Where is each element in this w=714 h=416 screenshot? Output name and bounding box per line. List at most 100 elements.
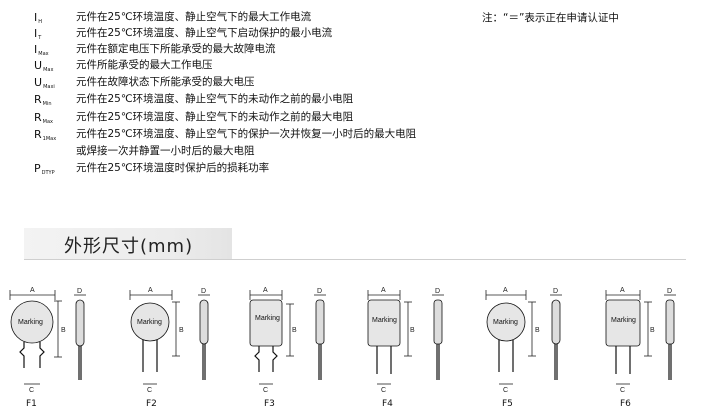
definition-text: 元件在25℃环境温度、静止空气下的未动作之前的最小电阻 [76, 93, 354, 105]
dim-label-c: C [29, 387, 34, 394]
symbol-r1max: R1Max [34, 128, 56, 146]
lead-left [254, 346, 260, 372]
side-view-body [315, 299, 325, 345]
symbol-subscript: Max [43, 67, 54, 73]
dim-label-b: B [179, 327, 184, 334]
symbol-subscript: H [38, 19, 43, 25]
symbol-letter: U [34, 59, 43, 72]
symbol-letter: U [34, 76, 43, 89]
marking-text: Marking [493, 319, 518, 326]
disc-body [10, 300, 54, 344]
symbol-subscript: 1Max [42, 136, 57, 142]
definition-text: 元件在额定电压下所能承受的最大故障电流 [76, 43, 276, 55]
marking-text: Marking [137, 319, 162, 326]
lead-right [272, 346, 278, 372]
symbol-rmin: RMin [34, 93, 52, 111]
symbol-subscript: Maxi [43, 84, 55, 90]
dim-label-d: D [435, 288, 440, 295]
marking-text: Marking [372, 317, 397, 324]
side-view-body [433, 299, 443, 345]
symbol-subscript: Max [42, 119, 53, 125]
definition-text: 元件在25℃环境温度、静止空气下的保护一次并恢复一小时后的最大电阻 [76, 128, 417, 140]
figure-f1: A Marking B C D [9, 287, 86, 394]
section-header-band [24, 228, 232, 260]
figure-label-f1: F1 [26, 399, 37, 409]
symbol-imax: IMax [34, 43, 49, 61]
dim-label-a: A [148, 287, 153, 294]
definition-text-continued: 或焊接一次并静置一小时后的最大电阻 [76, 145, 255, 157]
symbol-pdtyp: PDTYP [34, 162, 55, 180]
symbol-subscript: Max [38, 51, 49, 57]
marking-text: Marking [611, 317, 636, 324]
symbol-ih: IH [34, 11, 42, 29]
symbol-letter: I [34, 27, 38, 40]
definition-text: 元件在故障状态下所能承受的最大电压 [76, 76, 255, 88]
figure-f5: A Marking B C D [485, 287, 562, 394]
symbol-letter: R [34, 111, 42, 124]
dim-label-a: A [620, 287, 625, 294]
symbol-umaxi: UMaxi [34, 76, 55, 94]
side-view-body [199, 299, 209, 345]
dim-label-a: A [263, 287, 268, 294]
dim-label-a: A [503, 287, 508, 294]
dim-label-d: D [553, 288, 558, 295]
dim-label-c: C [381, 387, 386, 394]
dim-label-c: C [263, 387, 268, 394]
certification-note: 注：“＝”表示正在申请认证中 [482, 12, 619, 24]
dim-label-c: C [503, 387, 508, 394]
symbol-letter: I [34, 11, 38, 24]
symbol-letter: I [34, 43, 38, 56]
symbol-letter: R [34, 128, 42, 141]
definition-text: 元件在25℃环境温度、静止空气下启动保护的最小电流 [76, 27, 333, 39]
side-view-body [551, 299, 561, 345]
symbol-subscript: Min [42, 101, 52, 107]
dim-label-c: C [147, 387, 152, 394]
symbol-letter: R [34, 93, 42, 106]
lead-right [39, 342, 45, 368]
definition-text: 元件所能承受的最大工作电压 [76, 59, 213, 71]
definition-text: 元件在25℃环境温度、静止空气下的未动作之前的最大电阻 [76, 111, 354, 123]
symbol-umax: UMax [34, 59, 53, 77]
definition-text: 元件在25℃环境温度时保护后的损耗功率 [76, 162, 270, 174]
dim-label-a: A [30, 287, 35, 294]
figure-label-f3: F3 [264, 399, 275, 409]
symbol-subscript: DTYP [41, 170, 55, 176]
lead-left [19, 342, 25, 368]
dim-label-a: A [381, 287, 386, 294]
dim-label-b: B [650, 327, 655, 334]
figure-label-f6: F6 [620, 399, 631, 409]
marking-text: Marking [18, 319, 43, 326]
figure-label-f2: F2 [146, 399, 157, 409]
disc-body [130, 302, 170, 342]
dim-label-d: D [317, 288, 322, 295]
chip-body [249, 299, 283, 347]
chip-body [367, 299, 401, 347]
figure-label-f5: F5 [502, 399, 513, 409]
dim-label-d: D [77, 288, 82, 295]
dim-label-b: B [61, 327, 66, 334]
side-view-body [75, 299, 85, 347]
figure-f6: A Marking B C D [605, 287, 676, 394]
marking-text: Marking [255, 315, 280, 322]
dim-label-b: B [410, 327, 415, 334]
disc-body [486, 302, 526, 342]
figure-label-f4: F4 [382, 399, 393, 409]
section-title: 外形尺寸(mm) [64, 236, 194, 257]
chip-body [605, 299, 641, 347]
definition-text: 元件在25℃环境温度、静止空气下的最大工作电流 [76, 11, 312, 23]
figure-f4: A Marking B C D [367, 287, 444, 394]
symbol-letter: P [34, 162, 41, 175]
dim-label-b: B [535, 327, 540, 334]
side-view-body [665, 299, 675, 345]
symbol-rmax: RMax [34, 111, 53, 129]
dim-label-d: D [667, 288, 672, 295]
dim-label-d: D [201, 288, 206, 295]
figure-f3: A Marking B C D [249, 287, 326, 394]
section-divider [24, 259, 686, 260]
dim-label-c: C [620, 387, 625, 394]
figure-f2: A Marking B C D [129, 287, 210, 394]
symbol-it: IT [34, 27, 41, 45]
symbol-subscript: T [38, 35, 42, 41]
dim-label-b: B [292, 327, 297, 334]
